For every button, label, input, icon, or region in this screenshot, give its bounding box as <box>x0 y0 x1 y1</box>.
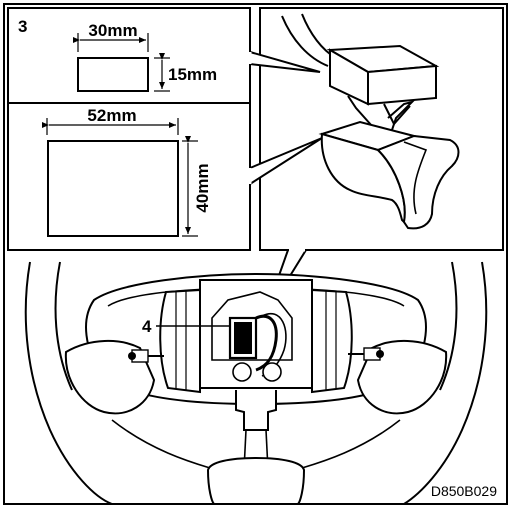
large-pad-rectangle <box>47 140 179 237</box>
figure-code: D850B029 <box>431 483 497 499</box>
step-number: 3 <box>18 17 27 36</box>
small-pad-width-label: 30mm <box>88 21 137 40</box>
installed-pad-fill <box>234 322 252 354</box>
installed-cable <box>255 314 278 372</box>
wheel-rim-left-inner <box>54 261 73 391</box>
wheel-rim-right-inner <box>439 261 458 391</box>
horn-housing-left <box>159 288 201 394</box>
large-pad-fold <box>403 141 428 215</box>
small-pad-height-label: 15mm <box>168 65 217 84</box>
small-pad-rectangle <box>77 57 149 92</box>
steering-column <box>235 390 277 431</box>
horn-housing-right <box>311 288 353 394</box>
callout-number: 4 <box>142 317 152 336</box>
pad-bracket <box>347 95 416 138</box>
large-pad-width-label: 52mm <box>87 106 136 125</box>
pad-bracket <box>383 103 411 126</box>
small-pad-3d-front <box>367 64 437 106</box>
steering-wheel-view <box>24 261 488 505</box>
large-pad-height-label: 40mm <box>193 163 212 212</box>
large-pad-3d-front <box>376 134 460 230</box>
large-pad-panel: 52mm 40mm <box>7 102 251 251</box>
small-pad-panel: 3 30mm 15mm <box>7 7 251 104</box>
detail-cable <box>281 15 329 67</box>
wheel-rim-right <box>403 261 488 505</box>
wheel-rim-left <box>24 261 113 505</box>
mounting-bolt-left <box>128 349 164 363</box>
wheel-spoke-bottom <box>206 456 306 505</box>
mounting-bolt-right <box>348 347 384 361</box>
pad-detail-panel <box>259 7 504 251</box>
